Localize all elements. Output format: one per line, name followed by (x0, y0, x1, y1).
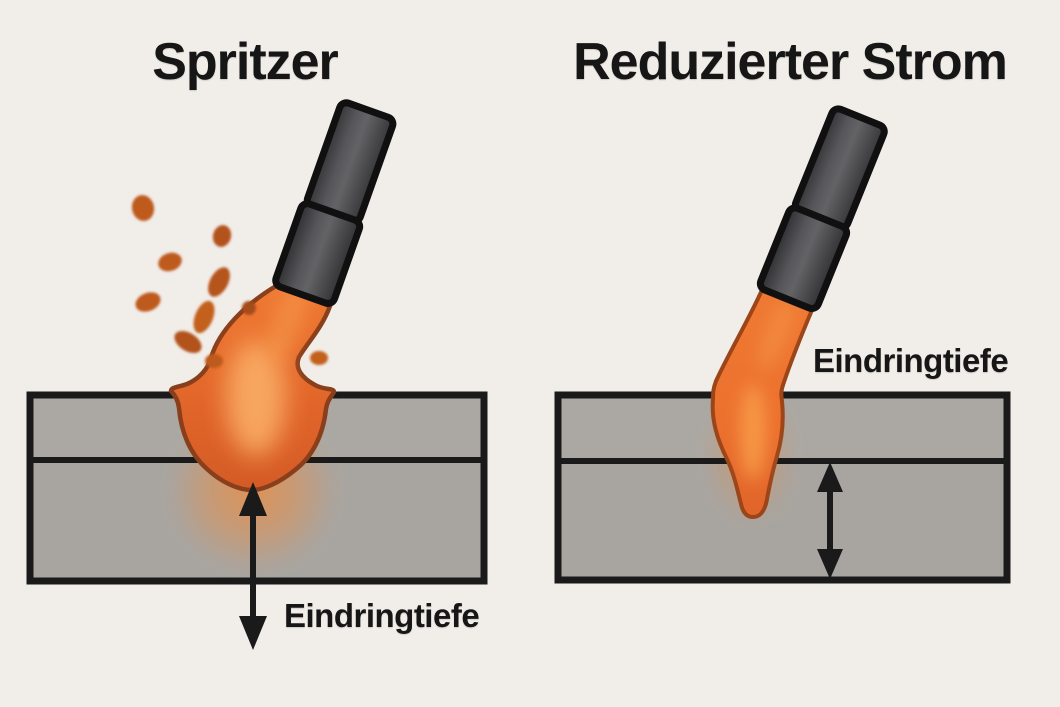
spatter-droplet (135, 292, 161, 312)
reduced-current-illustration (554, 105, 1011, 584)
spatter-droplet (212, 225, 232, 247)
spritzer-illustration (26, 99, 488, 650)
panel-title-spritzer: Spritzer (152, 33, 339, 91)
spatter-droplet (310, 351, 328, 365)
arrowhead-down (239, 616, 267, 650)
spatter-droplet (158, 252, 182, 272)
spatter-droplet (193, 300, 215, 334)
stream-highlight (265, 285, 307, 365)
arrowhead-up (817, 462, 843, 492)
spatter-droplet (174, 330, 202, 354)
spatter-droplet (131, 195, 155, 221)
penetration-depth-label-left: Eindringtiefe (284, 597, 480, 634)
penetration-depth-arrow (239, 482, 267, 650)
molten-highlight (226, 340, 286, 456)
torch-nozzle (756, 204, 851, 313)
penetration-depth-arrow (817, 462, 843, 579)
spatter-droplets (131, 195, 328, 368)
penetration-depth-label-right: Eindringtiefe (813, 342, 1009, 379)
stream-highlight (758, 299, 794, 371)
welding-torch-icon (272, 99, 397, 307)
molten-highlight (740, 384, 766, 480)
arrowhead-down (817, 549, 843, 579)
spatter-droplet (205, 354, 223, 368)
arrowhead-up (239, 482, 267, 516)
spatter-droplet (242, 301, 256, 315)
panel-title-reduced-current: Reduzierter Strom (573, 33, 1008, 91)
spatter-droplet (208, 267, 230, 297)
welding-torch-icon (756, 105, 888, 313)
torch-nozzle (272, 200, 364, 307)
